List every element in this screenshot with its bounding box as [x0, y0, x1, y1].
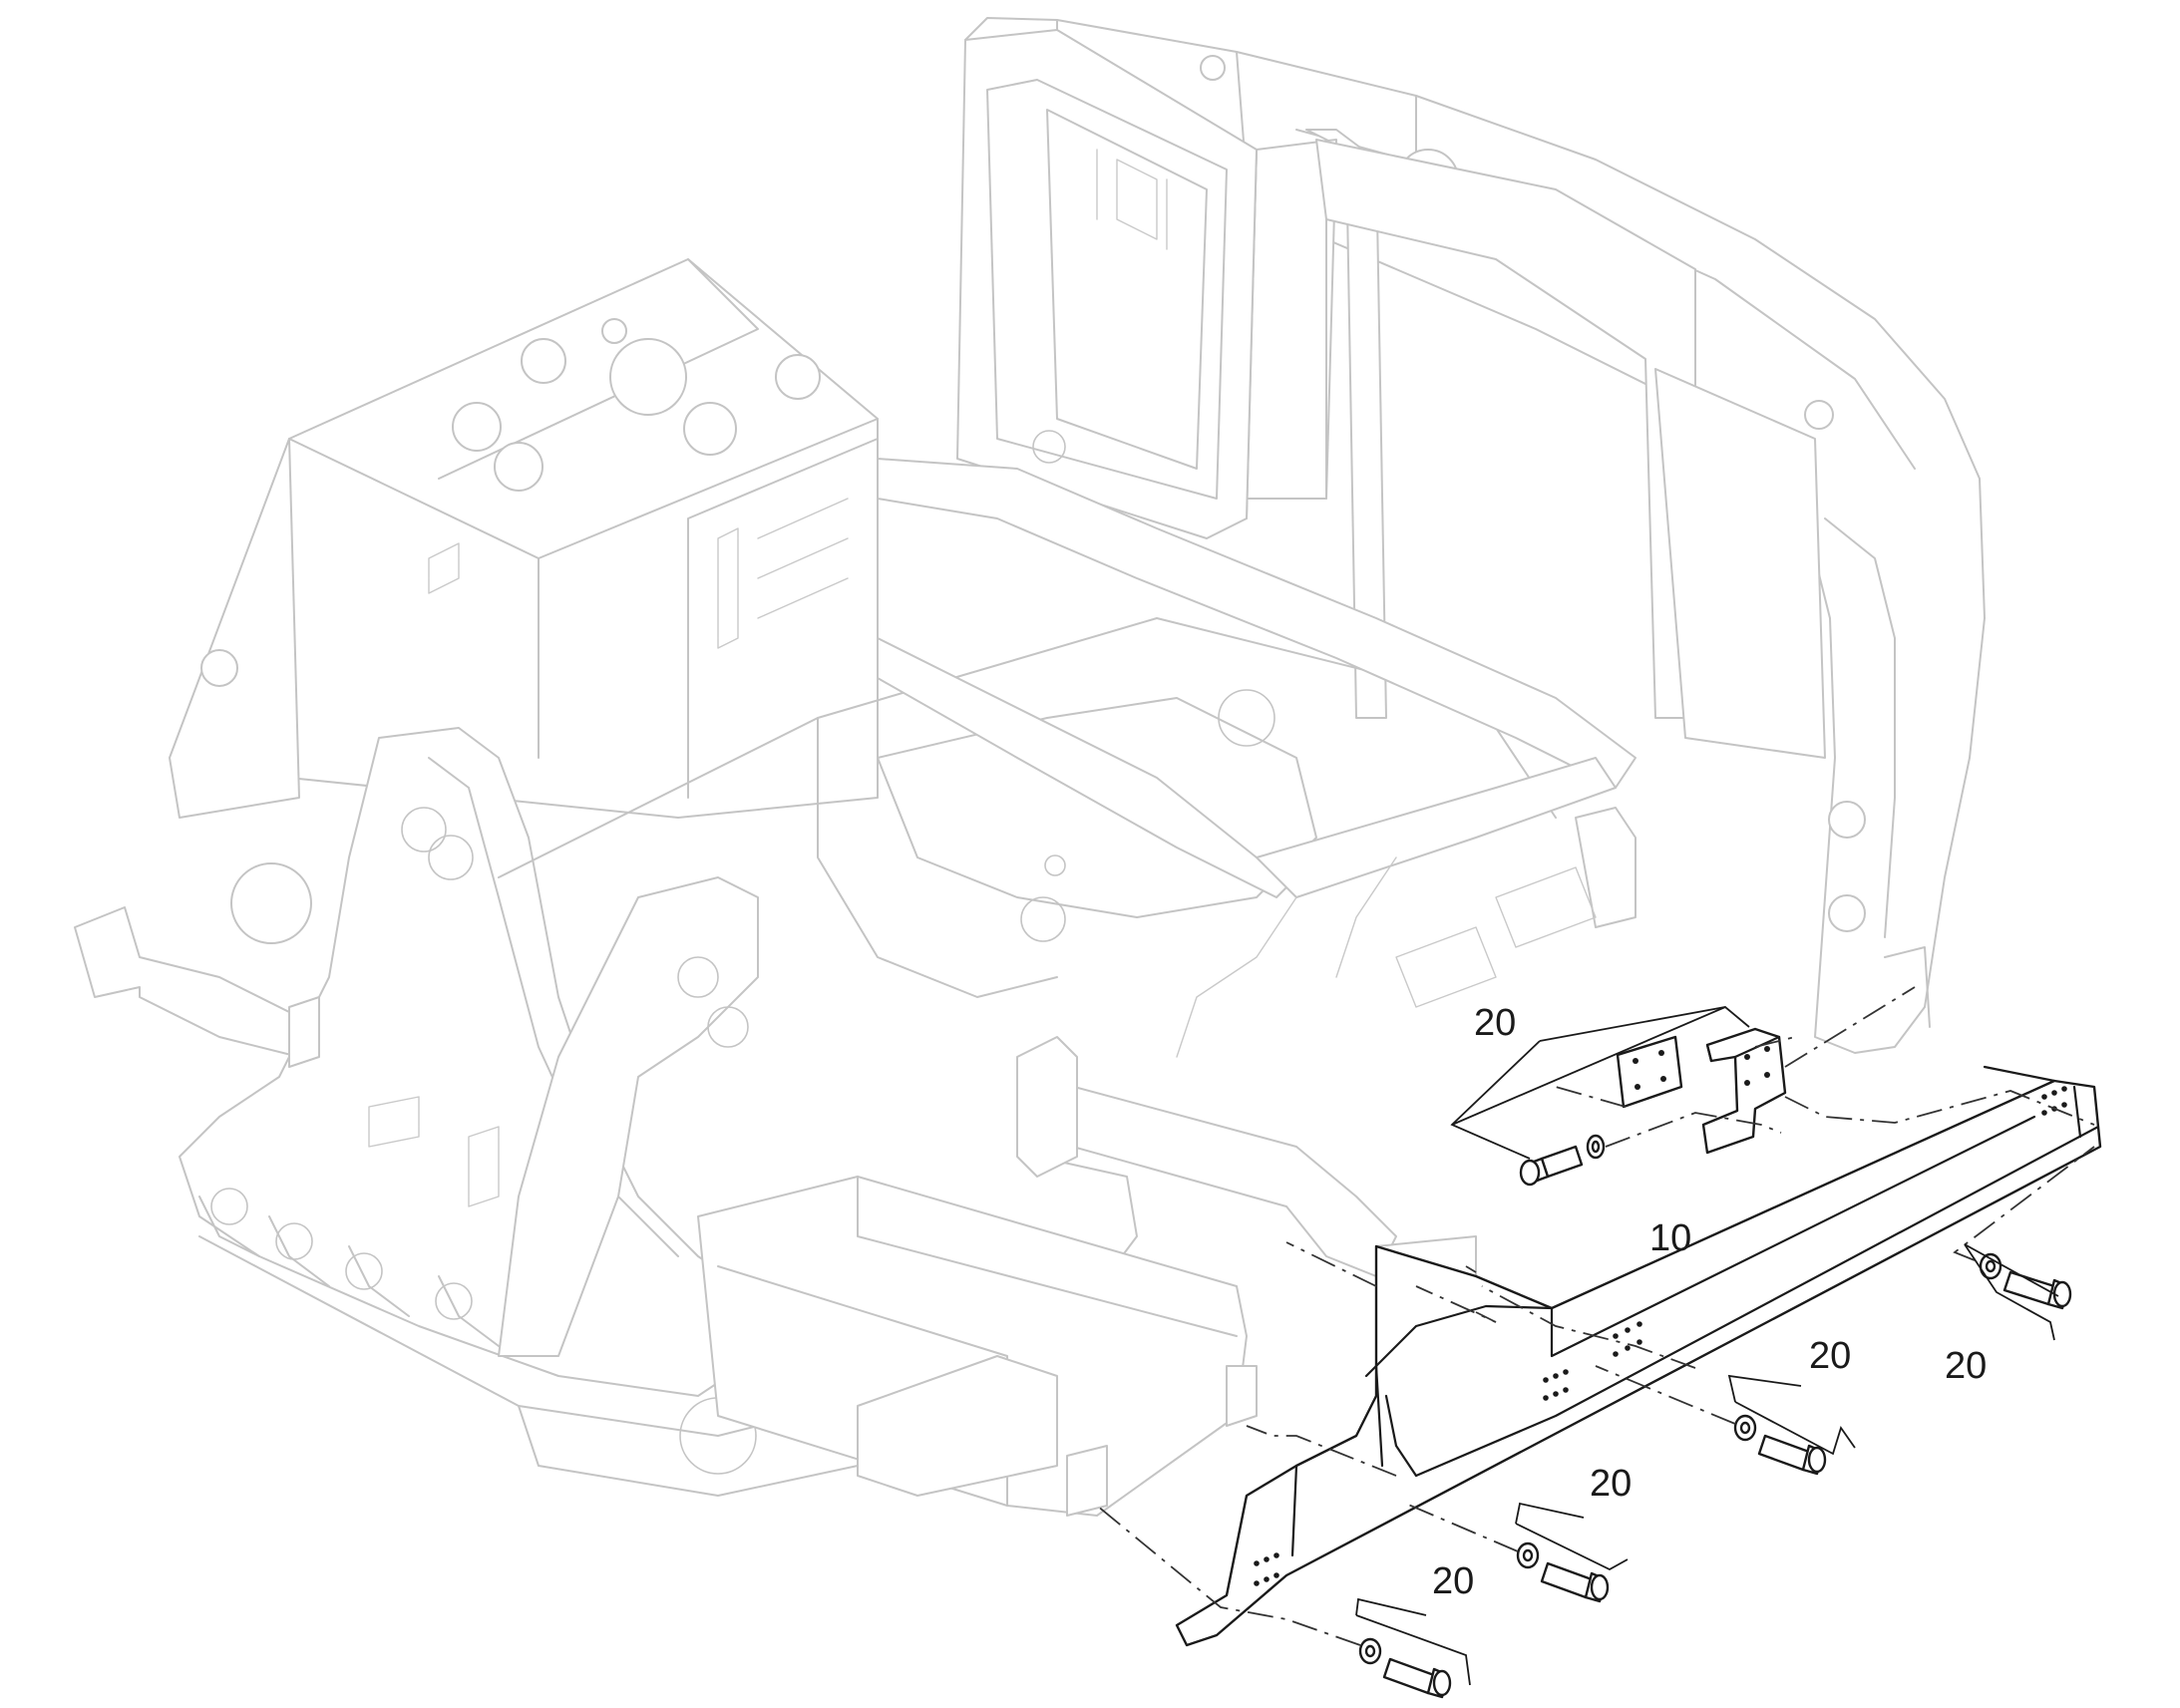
part-10-rear-beam[interactable]	[1175, 1065, 2102, 1647]
ghost-left-bracket	[74, 906, 320, 1068]
ghost-toolbox	[697, 1176, 1258, 1517]
callout-labels: 20 10 20 20 20 20	[1432, 1002, 1987, 1602]
washer-icon	[1586, 1134, 1606, 1160]
washer-icon	[1516, 1541, 1540, 1569]
ghost-engine-bay	[1246, 129, 1826, 759]
bolt-icon	[1382, 1657, 1452, 1699]
callout-part-20-upper: 20	[1474, 1002, 1516, 1044]
callout-part-10: 10	[1649, 1217, 1691, 1259]
washer-icon	[1733, 1414, 1757, 1442]
callout-part-20-right: 20	[1945, 1345, 1987, 1387]
beam-holes-end	[2041, 1086, 2067, 1116]
assembly-lines	[1096, 986, 2095, 1646]
callout-part-20-mid: 20	[1590, 1463, 1632, 1505]
washer-icon	[1979, 1252, 2002, 1280]
callout-part-20-mid-right: 20	[1809, 1335, 1851, 1377]
bolt-icon	[1519, 1145, 1584, 1187]
washer-icon	[1358, 1637, 1382, 1665]
callout-part-20-bottom: 20	[1432, 1560, 1474, 1602]
beam-holes-mid	[1543, 1321, 1642, 1401]
bolt-icon	[1757, 1434, 1827, 1476]
ghost-boom-mount	[179, 727, 819, 1397]
fastener-group-right[interactable]	[1979, 1252, 2072, 1310]
callout-leaders	[1355, 1006, 2059, 1686]
beam-holes-left	[1254, 1552, 1279, 1586]
part-20-bracket-set[interactable]	[1616, 1027, 1787, 1155]
fastener-group-bottom[interactable]	[1358, 1637, 1452, 1699]
bolt-icon	[1540, 1561, 1610, 1603]
fastener-group-lower-mid[interactable]	[1516, 1541, 1610, 1603]
fastener-group-upper[interactable]	[1519, 1134, 1606, 1187]
ghost-tanks	[169, 258, 879, 944]
ghost-radiator-frame	[956, 29, 1258, 539]
fastener-group-mid[interactable]	[1733, 1414, 1827, 1476]
